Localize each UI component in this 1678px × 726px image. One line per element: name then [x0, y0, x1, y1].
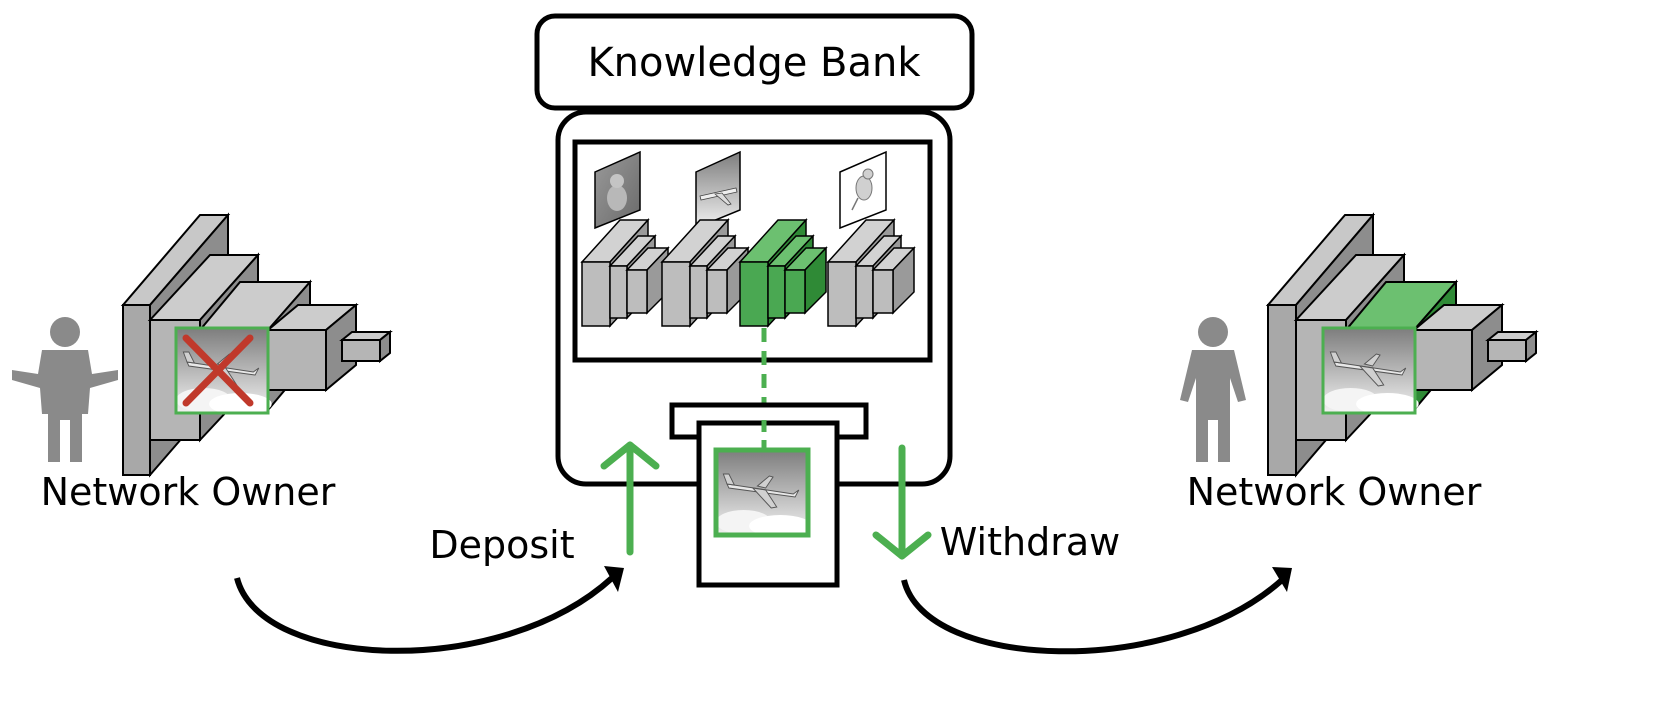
cnn-block-3-highlighted: [738, 218, 828, 328]
deposit-label: Deposit: [429, 523, 574, 567]
cat-image-icon: [594, 150, 641, 230]
cnn-block-2: [660, 218, 750, 328]
right-owner-label: Network Owner: [1187, 470, 1482, 514]
withdraw-arrow: [872, 444, 932, 560]
withdraw-flow-arrow: [901, 567, 1292, 655]
right-person-icon: [1180, 317, 1246, 462]
right-network: [1265, 212, 1539, 478]
bank-title: Knowledge Bank: [587, 40, 921, 86]
person-icon: [12, 317, 118, 462]
airplane-thumb-icon: [695, 150, 741, 230]
bird-image-icon: [839, 150, 887, 230]
cnn-block-1: [580, 218, 670, 328]
cnn-block-4: [826, 218, 916, 328]
left-owner-label: Network Owner: [41, 470, 336, 514]
right-airplane-image-icon: [1322, 327, 1420, 416]
deposit-flow-arrow: [234, 566, 624, 654]
left-layer-5: [339, 329, 393, 364]
right-layer-5: [1485, 329, 1539, 364]
left-network: [120, 212, 393, 478]
x-mark-icon: [182, 334, 254, 407]
airplane-card-icon: [715, 449, 813, 538]
bank-title-box: Knowledge Bank: [534, 13, 975, 111]
deposit-arrow: [600, 441, 660, 556]
withdraw-label: Withdraw: [940, 520, 1120, 564]
